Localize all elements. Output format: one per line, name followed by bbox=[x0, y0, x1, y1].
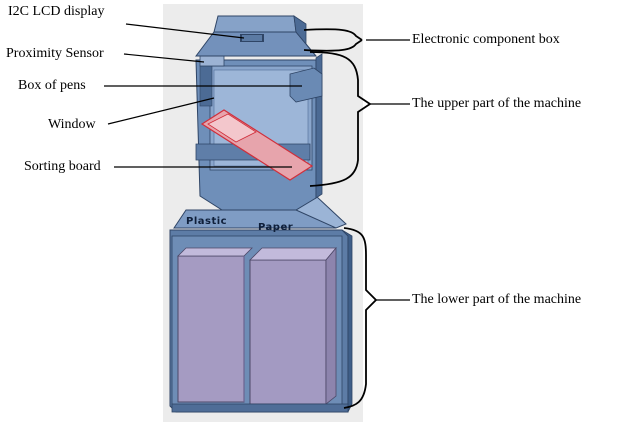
label-lower-part: The lower part of the machine bbox=[412, 292, 582, 307]
lower-cabinet bbox=[169, 229, 353, 413]
label-proximity-sensor: Proximity Sensor bbox=[6, 46, 104, 61]
label-window: Window bbox=[48, 117, 96, 132]
upper-body bbox=[195, 53, 323, 211]
leader-lines bbox=[104, 23, 410, 301]
plastic-bin bbox=[177, 255, 245, 403]
proximity-sensor-box bbox=[199, 55, 225, 67]
label-sorting-board: Sorting board bbox=[24, 159, 101, 174]
braces bbox=[303, 28, 378, 409]
label-box-of-pens: Box of pens bbox=[18, 78, 86, 93]
electronic-component-box bbox=[195, 15, 318, 57]
paper-bin bbox=[249, 259, 327, 405]
label-upper-part: The upper part of the machine bbox=[412, 96, 582, 111]
paper-label: Paper bbox=[258, 222, 293, 233]
label-electronic-component-box: Electronic component box bbox=[412, 32, 560, 47]
plastic-label: Plastic bbox=[186, 216, 227, 227]
label-i2c-lcd: I2C LCD display bbox=[8, 4, 105, 19]
pens-box bbox=[289, 67, 323, 103]
